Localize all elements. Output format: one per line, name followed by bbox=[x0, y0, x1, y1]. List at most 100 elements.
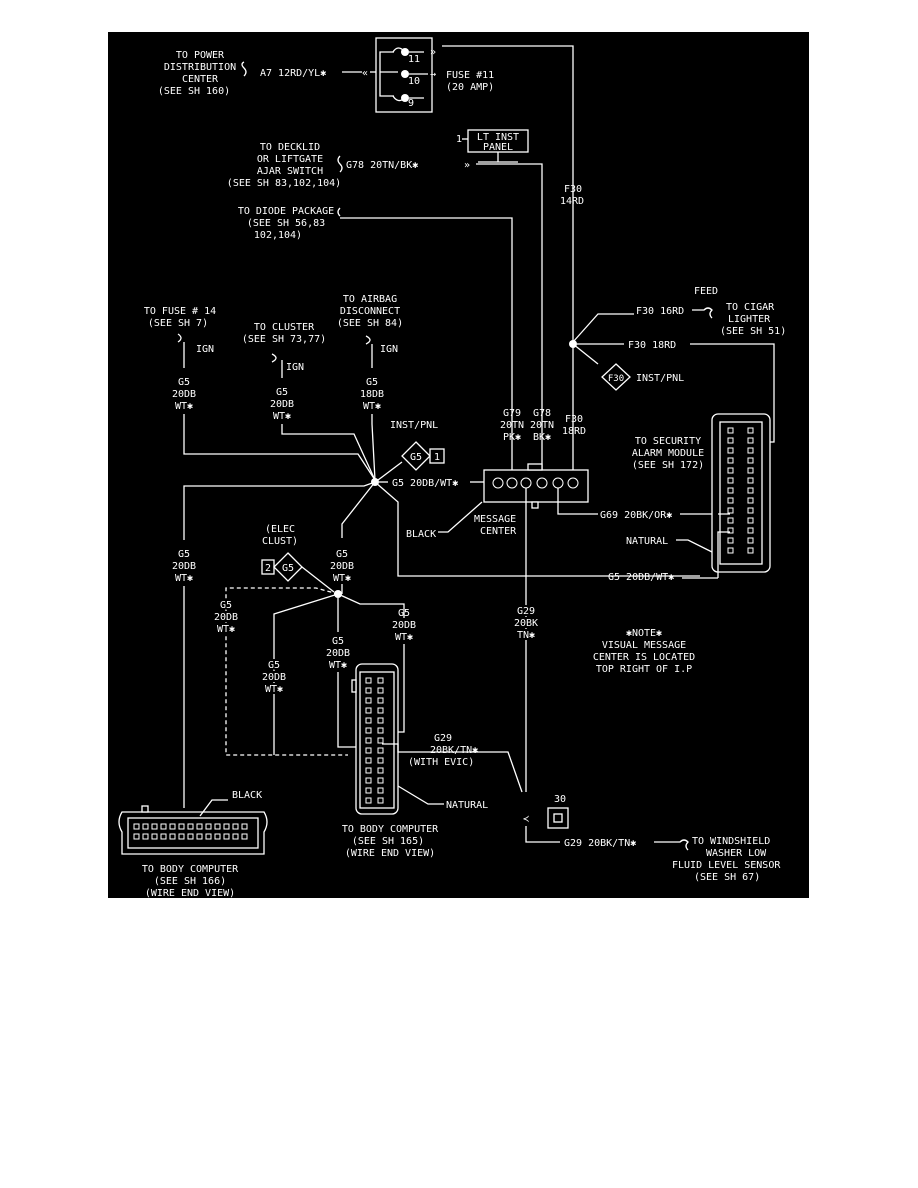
connector-pin bbox=[377, 737, 384, 744]
splice-f30-text: F30 bbox=[608, 374, 624, 384]
note-line4: TOP RIGHT OF I.P bbox=[596, 664, 692, 675]
connector-chevrons-icon: « bbox=[362, 68, 368, 79]
splice-f30-label: INST/PNL bbox=[636, 373, 684, 384]
wiring-diagram-svg: TO POWER DISTRIBUTION CENTER (SEE SH 160… bbox=[118, 37, 786, 898]
diode-line2: (SEE SH 56,83 bbox=[247, 218, 325, 229]
msg-pin-5 bbox=[552, 477, 564, 489]
airbag-wire bbox=[371, 414, 376, 481]
connector-pin bbox=[377, 777, 384, 784]
connector-pin bbox=[377, 787, 384, 794]
security-label: TO SECURITY ALARM MODULE (SEE SH 172) bbox=[632, 436, 704, 471]
wire-g79 bbox=[337, 207, 513, 476]
decklid-line4: (SEE SH 83,102,104) bbox=[227, 178, 341, 189]
cigar-line3: (SEE SH 51) bbox=[720, 326, 786, 337]
wire-g5-left bbox=[183, 481, 376, 540]
connector-pin bbox=[365, 757, 372, 764]
fuse-11-rating: (20 AMP) bbox=[446, 82, 494, 93]
msg-g79-1: G79 bbox=[503, 408, 521, 419]
connector-pin bbox=[223, 823, 230, 830]
airbag-wire3: WT✱ bbox=[363, 401, 381, 412]
decklid-line3: AJAR SWITCH bbox=[257, 166, 323, 177]
connector-pin bbox=[151, 823, 158, 830]
bc166-color: BLACK bbox=[232, 790, 262, 801]
left-g5-3: WT✱ bbox=[175, 573, 193, 584]
msg-name1: MESSAGE bbox=[474, 514, 516, 525]
power-line4: (SEE SH 160) bbox=[158, 86, 230, 97]
connector-pin bbox=[169, 833, 176, 840]
arrow-right-icon: → bbox=[430, 69, 436, 80]
note-block: ✱NOTE✱ VISUAL MESSAGE CENTER IS LOCATED … bbox=[593, 628, 695, 675]
ground30-num: 30 bbox=[554, 794, 566, 805]
g29-vert-1: G29 bbox=[517, 606, 535, 617]
splice-f30-diamond bbox=[601, 363, 631, 391]
fuse14-wire2: 20DB bbox=[172, 389, 196, 400]
connector-pin bbox=[223, 833, 230, 840]
right-g5-3: WT✱ bbox=[395, 632, 413, 643]
connector-pin bbox=[133, 833, 140, 840]
body-computer-165-connector bbox=[351, 663, 399, 815]
bc165-inner bbox=[359, 671, 395, 809]
message-center-key bbox=[531, 501, 539, 509]
g29-evic-3: (WITH EVIC) bbox=[408, 757, 474, 768]
chevron-right-icon: » bbox=[464, 160, 470, 171]
splice-f30-branch bbox=[572, 343, 599, 365]
connector-pin bbox=[365, 697, 372, 704]
connector-pin bbox=[377, 707, 384, 714]
connector-pin bbox=[727, 497, 734, 504]
bc166-line2: (SEE SH 166) bbox=[154, 876, 226, 887]
wire-g78 bbox=[476, 163, 543, 476]
wire-g5-msg-label: G5 20DB/WT✱ bbox=[392, 478, 458, 489]
wire-g5-dashed-a bbox=[225, 587, 348, 756]
lower-g5-2: 20DB bbox=[326, 648, 350, 659]
connector-pin bbox=[727, 467, 734, 474]
power-bracket bbox=[241, 61, 247, 77]
fuse14-line2: (SEE SH 7) bbox=[148, 318, 208, 329]
connector-pin bbox=[142, 833, 149, 840]
elec-clust-num: 2 bbox=[265, 563, 271, 574]
fuse-links bbox=[392, 47, 406, 102]
connector-pin bbox=[747, 487, 754, 494]
bc165-line1: TO BODY COMPUTER bbox=[342, 824, 439, 835]
g29-vert-2: 20BK bbox=[514, 618, 538, 629]
bc166-inner bbox=[127, 817, 259, 849]
connector-pin bbox=[365, 777, 372, 784]
bc165-line3: (WIRE END VIEW) bbox=[345, 848, 435, 859]
security-color-leader bbox=[676, 539, 713, 553]
connector-pin bbox=[747, 497, 754, 504]
security-line3: (SEE SH 172) bbox=[632, 460, 704, 471]
washer-line4: (SEE SH 67) bbox=[694, 872, 760, 883]
diode-package-label: TO DIODE PACKAGE (SEE SH 56,83 102,104) bbox=[238, 206, 334, 241]
connector-pin bbox=[727, 437, 734, 444]
right-g5-2: 20DB bbox=[392, 620, 416, 631]
connector-pin bbox=[727, 537, 734, 544]
connector-pin bbox=[727, 547, 734, 554]
fuse-outputs bbox=[409, 51, 428, 99]
connector-pin bbox=[377, 697, 384, 704]
connector-pin bbox=[365, 797, 372, 804]
connector-pin bbox=[747, 537, 754, 544]
cluster-wire3: WT✱ bbox=[273, 411, 291, 422]
wire-feed bbox=[572, 313, 634, 343]
dash-g5a-1: G5 bbox=[220, 600, 232, 611]
main-splice-link bbox=[377, 461, 403, 481]
connector-pin bbox=[727, 517, 734, 524]
elec-clust-text: G5 bbox=[282, 563, 294, 574]
connector-pin bbox=[232, 833, 239, 840]
lt-inst-line1: LT INST bbox=[477, 132, 519, 143]
lt-inst-panel: 1 LT INST PANEL bbox=[456, 129, 529, 163]
lt-inst-line2: PANEL bbox=[483, 142, 513, 153]
connector-pin bbox=[747, 457, 754, 464]
elec-clust-2: CLUST) bbox=[262, 536, 298, 547]
wire-g78-label: G78 20TN/BK✱ bbox=[346, 160, 418, 171]
body-computer-166-connector bbox=[118, 805, 268, 855]
connector-pin bbox=[365, 707, 372, 714]
connector-pin bbox=[377, 747, 384, 754]
connector-pin bbox=[727, 427, 734, 434]
connector-pin bbox=[142, 823, 149, 830]
decklid-bracket bbox=[337, 155, 343, 173]
msg-g79-3: PK✱ bbox=[503, 432, 521, 443]
right-g5-1: G5 bbox=[398, 608, 410, 619]
connector-pin bbox=[747, 437, 754, 444]
power-line2: DISTRIBUTION bbox=[164, 62, 236, 73]
washer-bracket bbox=[654, 839, 689, 851]
